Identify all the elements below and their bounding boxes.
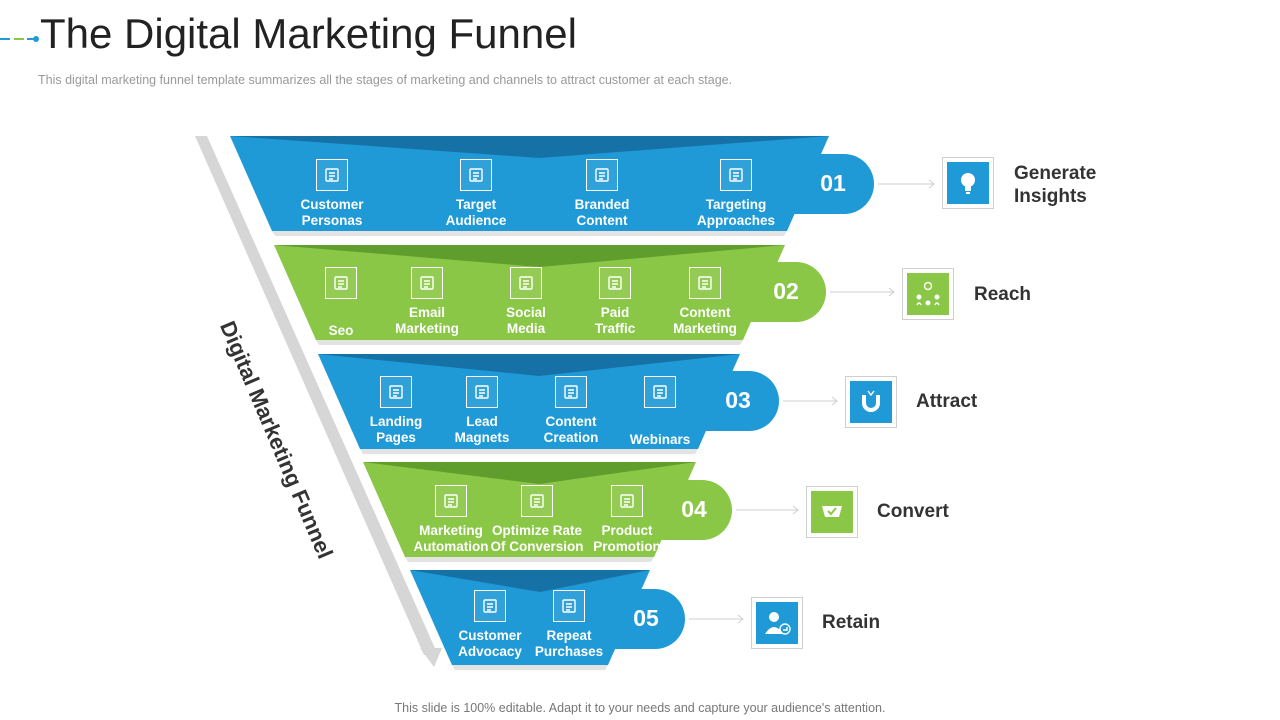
stage-number: 05	[633, 605, 659, 631]
advocacy-icon	[474, 590, 506, 622]
footer-note: This slide is 100% editable. Adapt it to…	[394, 701, 886, 715]
monitor-icon	[380, 376, 412, 408]
target-audience-icon	[460, 159, 492, 191]
seo-gear-icon	[325, 267, 357, 299]
funnel-stage-03	[318, 354, 838, 454]
page-title: The Digital Marketing Funnel	[40, 10, 577, 57]
funnel-band-fold	[318, 354, 740, 376]
goal-box	[942, 157, 994, 209]
money-bag-icon	[521, 485, 553, 517]
funnel-band-fold	[230, 136, 829, 158]
magnet-icon	[850, 381, 892, 423]
funnel-band-shadow	[316, 340, 743, 345]
stage-number: 04	[681, 496, 707, 522]
side-arrow-shaft	[195, 136, 438, 655]
funnel-stage-02	[274, 245, 895, 345]
connector-arrowhead	[888, 287, 895, 297]
connector-arrowhead	[928, 179, 935, 189]
goal-box	[845, 376, 897, 428]
persona-icon	[316, 159, 348, 191]
funnel-band	[274, 245, 785, 340]
content-doc-icon	[689, 267, 721, 299]
funnel-band-shadow	[452, 665, 608, 670]
funnel-stage-05	[410, 570, 744, 670]
network-icon	[907, 273, 949, 315]
goal-label: Retain	[822, 612, 881, 633]
stage-item-label: Webinars	[629, 432, 691, 447]
envelope-icon	[411, 267, 443, 299]
user-like-icon	[756, 602, 798, 644]
funnel-band	[318, 354, 740, 449]
funnel-stage-01	[230, 136, 935, 236]
funnel-band-shadow	[360, 449, 698, 454]
goal-box	[806, 486, 858, 538]
document-icon	[586, 159, 618, 191]
cart-check-icon	[811, 491, 853, 533]
title-decoration	[0, 36, 39, 42]
promotion-icon	[611, 485, 643, 517]
funnel-band	[230, 136, 829, 231]
funnel-band-fold	[363, 462, 696, 484]
connector-arrowhead	[737, 614, 744, 624]
funnel-band	[410, 570, 650, 665]
goal-box	[902, 268, 954, 320]
funnel-band-fold	[410, 570, 650, 592]
bullseye-icon	[720, 159, 752, 191]
goal-label: Attract	[916, 391, 978, 412]
funnel-band-shadow	[405, 557, 654, 562]
goal-label: Convert	[877, 501, 949, 522]
side-arrow-head	[420, 648, 442, 667]
stage-item-label: Seo	[328, 323, 354, 338]
social-hub-icon	[510, 267, 542, 299]
people-group-icon	[599, 267, 631, 299]
stage-number: 01	[820, 170, 846, 196]
magnet-cart-icon	[466, 376, 498, 408]
connector-arrowhead	[792, 505, 799, 515]
repeat-cursor-icon	[553, 590, 585, 622]
article-icon	[555, 376, 587, 408]
funnel-band-shadow	[272, 231, 787, 236]
automation-icon	[435, 485, 467, 517]
page-subtitle: This digital marketing funnel template s…	[38, 73, 733, 87]
goal-label: Reach	[974, 284, 1032, 305]
lightbulb-icon	[947, 162, 989, 204]
goal-box	[751, 597, 803, 649]
presentation-icon	[644, 376, 676, 408]
stage-number: 02	[773, 278, 799, 304]
stage-number: 03	[725, 387, 751, 413]
connector-arrowhead	[831, 396, 838, 406]
funnel-band-fold	[274, 245, 785, 267]
